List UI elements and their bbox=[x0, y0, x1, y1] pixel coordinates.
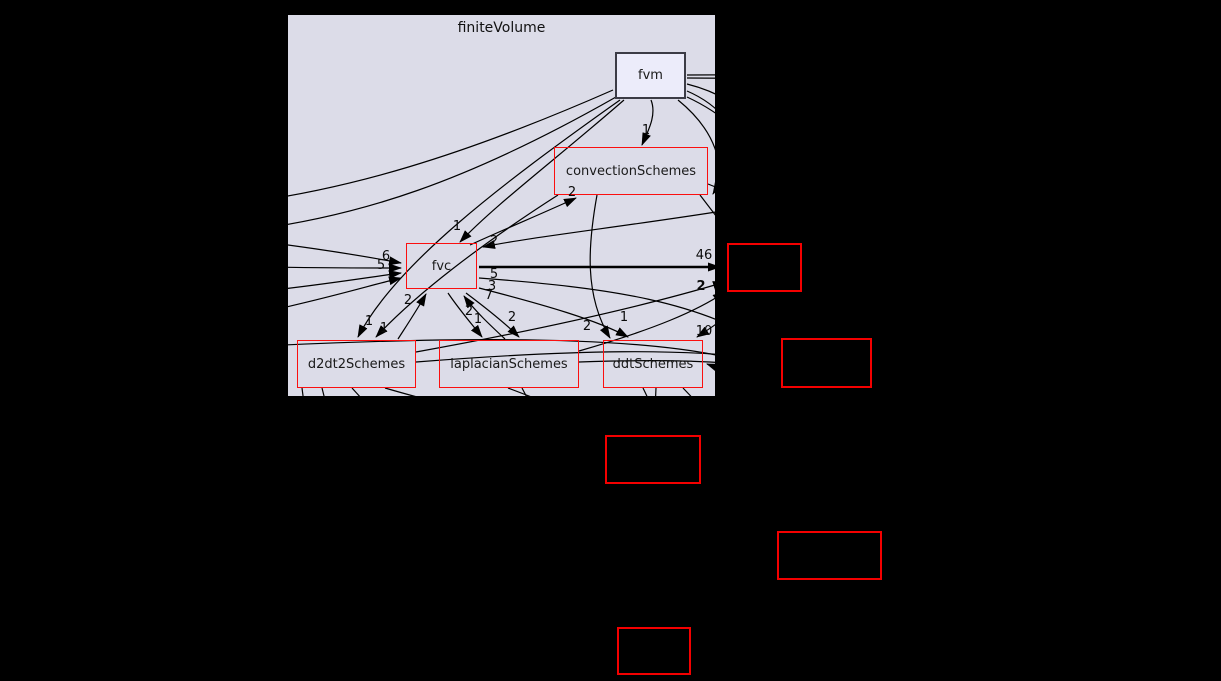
edge-label-4: 6 bbox=[381, 248, 391, 264]
node-fvc[interactable]: fvc bbox=[406, 243, 477, 289]
edge-label-8: 3 bbox=[487, 278, 497, 294]
external-node-3[interactable] bbox=[605, 435, 701, 484]
node-ddtSchemes[interactable]: ddtSchemes bbox=[603, 340, 703, 388]
edge-label-18: 1 bbox=[619, 309, 629, 325]
cluster-title: finiteVolume bbox=[457, 20, 546, 36]
node-convectionSchemes[interactable]: convectionSchemes bbox=[554, 147, 708, 195]
edge-label-12: 2 bbox=[464, 303, 474, 319]
edge-label-2: 1 bbox=[452, 218, 462, 234]
edge-label-3: 2 bbox=[489, 233, 499, 249]
edge-label-7: 5 bbox=[489, 266, 499, 282]
edge-label-15: 1 bbox=[364, 313, 374, 329]
edge-label-13: 1 bbox=[473, 311, 483, 327]
edge-label-6: 46 bbox=[695, 247, 713, 263]
edge-label-19: 10 bbox=[695, 323, 713, 339]
edge-label-17: 2 bbox=[582, 318, 592, 334]
edge-label-14: 2 bbox=[507, 309, 517, 325]
edge-label-16: 1 bbox=[379, 320, 389, 336]
external-node-1[interactable] bbox=[727, 243, 802, 292]
node-d2dt2Schemes[interactable]: d2dt2Schemes bbox=[297, 340, 416, 388]
external-node-2[interactable] bbox=[781, 338, 872, 388]
edge-label-5: 5 bbox=[376, 257, 386, 273]
edge-label-1: 2 bbox=[567, 184, 577, 200]
node-laplacianSchemes[interactable]: laplacianSchemes bbox=[439, 340, 579, 388]
node-fvm[interactable]: fvm bbox=[615, 52, 686, 99]
edge-label-0: 1 bbox=[641, 122, 651, 138]
edge-label-10: 2 bbox=[696, 278, 706, 294]
external-node-5[interactable] bbox=[617, 627, 691, 675]
edge-label-11: 2 bbox=[403, 292, 413, 308]
edge-label-9: 7 bbox=[484, 287, 494, 303]
external-node-4[interactable] bbox=[777, 531, 882, 580]
